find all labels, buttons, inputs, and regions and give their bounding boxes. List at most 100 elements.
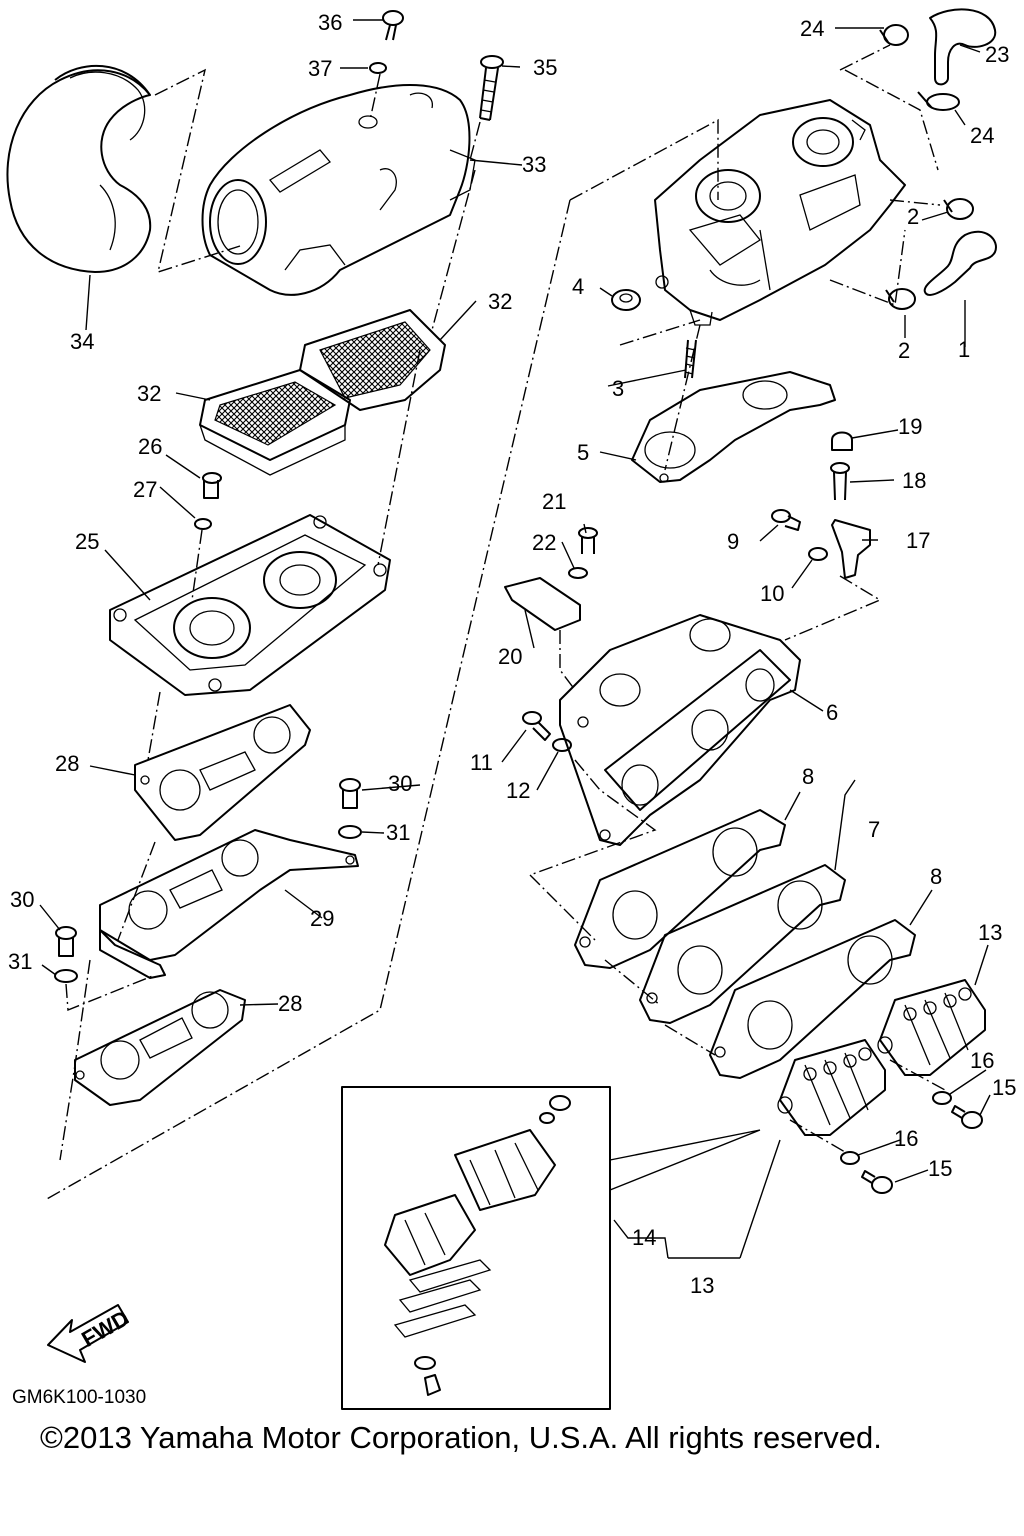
washer-22	[568, 567, 588, 579]
callout-labels: 1 2 2 3 4 5 6 7 8 8 9 10 11 12 13 13 14 …	[8, 10, 1016, 1298]
washer-37	[369, 62, 387, 74]
guide-line-34	[154, 68, 241, 274]
callout-8b: 8	[930, 864, 942, 889]
hose-1	[923, 230, 997, 296]
callout-13b: 13	[690, 1273, 714, 1298]
callout-37: 37	[308, 56, 332, 81]
gasket-28a	[134, 704, 311, 841]
callout-28a: 28	[55, 751, 79, 776]
callout-27: 27	[133, 477, 157, 502]
callout-31a: 31	[386, 820, 410, 845]
callout-23: 23	[985, 42, 1009, 67]
callout-21: 21	[542, 489, 566, 514]
gasket-8b	[709, 919, 916, 1079]
washer-31b	[54, 969, 78, 983]
clamp-2b	[885, 288, 916, 310]
clamp-24a	[879, 24, 909, 46]
guide-lines-gaskets	[529, 874, 716, 1056]
cap-19	[831, 431, 853, 451]
callout-2a: 2	[907, 204, 919, 229]
callout-17: 17	[906, 528, 930, 553]
callout-6: 6	[826, 700, 838, 725]
flame-arrestor-32	[199, 309, 446, 476]
diagram-code: GM6K100-1030	[12, 1387, 146, 1408]
hose-23	[929, 8, 997, 86]
leader-lines	[39, 19, 991, 1259]
callout-32a: 32	[137, 381, 161, 406]
callout-20: 20	[498, 644, 522, 669]
callout-24a: 24	[800, 16, 824, 41]
gasket-28b	[74, 989, 246, 1106]
callout-16a: 16	[970, 1048, 994, 1073]
callout-4: 4	[572, 274, 584, 299]
bracket-17	[831, 519, 871, 579]
guide-line-31b	[65, 974, 156, 1012]
callout-25: 25	[75, 529, 99, 554]
reed-valve-13b	[777, 1039, 886, 1136]
callout-33: 33	[522, 152, 546, 177]
callout-2b: 2	[898, 338, 910, 363]
clamp-2a	[943, 198, 974, 220]
bracket-20	[504, 577, 581, 631]
callout-32b: 32	[488, 289, 512, 314]
screw-15a	[951, 1105, 983, 1129]
callout-15b: 15	[928, 1156, 952, 1181]
bolt-9	[771, 509, 801, 531]
reed-valve-exploded	[384, 1095, 571, 1396]
callout-19: 19	[898, 414, 922, 439]
guide-line-35	[469, 121, 481, 161]
callout-12: 12	[506, 778, 530, 803]
inset-pointer	[609, 1129, 761, 1191]
callout-13a: 13	[978, 920, 1002, 945]
guide-line-28b	[59, 959, 91, 1161]
screw-36	[382, 10, 404, 41]
guide-lines-carb	[619, 44, 941, 471]
plate-29	[99, 829, 359, 979]
washer-27	[194, 518, 212, 530]
guide-line-20	[559, 630, 576, 691]
air-silencer-33	[201, 83, 476, 296]
callout-18: 18	[902, 468, 926, 493]
gasket-8a	[574, 809, 786, 969]
callout-15a: 15	[992, 1075, 1016, 1100]
guide-line-32	[431, 169, 476, 331]
callout-31b: 31	[8, 949, 32, 974]
callout-11: 11	[470, 750, 493, 775]
bolt-21	[578, 527, 598, 554]
callout-34: 34	[70, 329, 94, 354]
callout-29: 29	[310, 906, 334, 931]
guide-line-28a	[147, 691, 161, 761]
guide-line-37	[369, 73, 381, 121]
callout-36: 36	[318, 10, 342, 35]
callout-35: 35	[533, 55, 557, 80]
clamp-24b	[917, 91, 960, 111]
washer-10	[808, 547, 828, 561]
cap-4	[611, 289, 641, 311]
callout-9: 9	[727, 529, 739, 554]
callout-16b: 16	[894, 1126, 918, 1151]
callout-14: 14	[632, 1225, 656, 1250]
washer-12	[552, 738, 572, 752]
screw-15b	[861, 1170, 893, 1194]
bolt-35	[479, 55, 504, 121]
guide-line-6	[529, 759, 657, 876]
callout-3: 3	[612, 376, 624, 401]
plate-7	[639, 864, 846, 1024]
carburetor-assembly	[654, 99, 906, 326]
copyright-notice: ©2013 Yamaha Motor Corporation, U.S.A. A…	[40, 1420, 882, 1455]
guide-lines-reeds	[789, 1059, 946, 1153]
callout-26: 26	[138, 434, 162, 459]
stud-3	[684, 339, 697, 379]
bolt-18	[830, 462, 850, 501]
intake-manifold-6	[559, 614, 801, 846]
callout-5: 5	[577, 440, 589, 465]
bolt-11	[522, 711, 551, 741]
callout-22: 22	[532, 530, 556, 555]
group-boundary-line	[44, 118, 719, 1201]
callout-8a: 8	[802, 764, 814, 789]
bolt-30a	[339, 778, 361, 809]
callout-30b: 30	[10, 887, 34, 912]
gasket-5	[631, 371, 836, 483]
washer-16b	[840, 1151, 860, 1165]
